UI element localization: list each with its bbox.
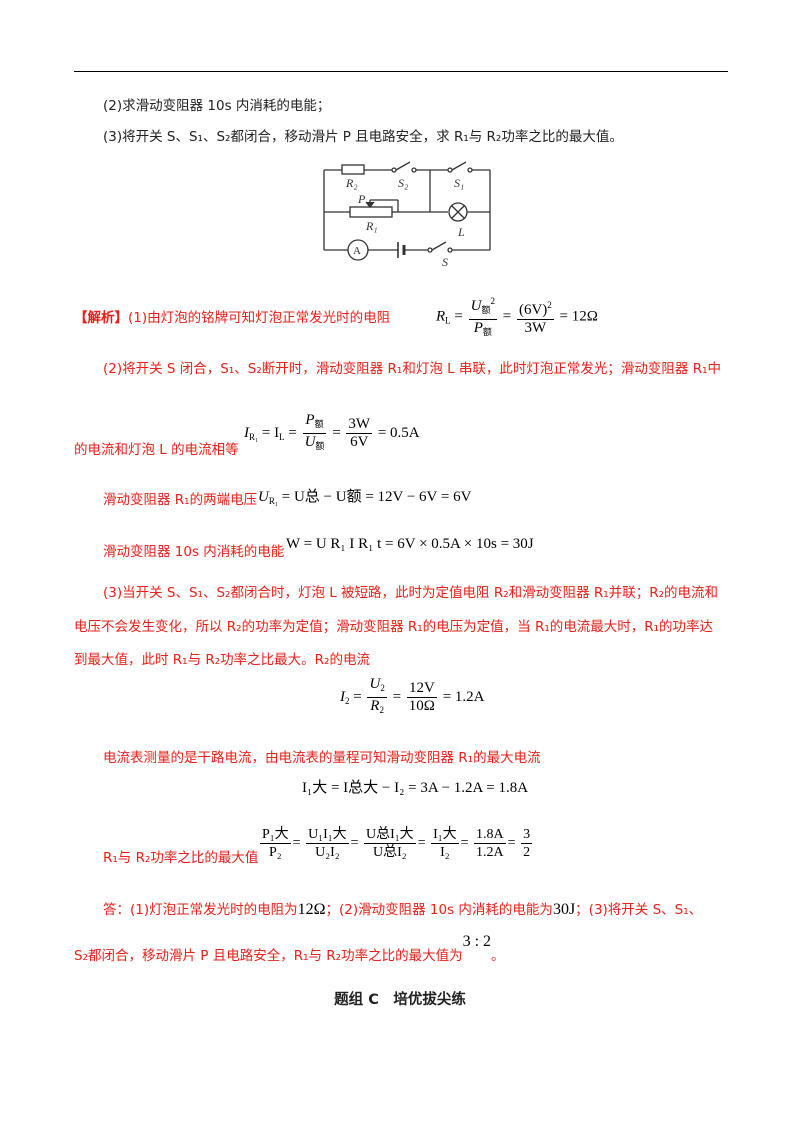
eq-voltage: UR₁ = U总 − U额 = 12V − 6V = 6V <box>258 489 472 506</box>
label-r1: R₁ <box>365 219 378 233</box>
solution-2-line-1: (2)将开关 S 闭合，S₁、S₂断开时，滑动变阻器 R₁和灯泡 L 串联，此时… <box>103 361 722 377</box>
solution-2-line-4: 滑动变阻器 10s 内消耗的电能 <box>103 544 285 560</box>
section-heading: 题组 C 培优拔尖练 <box>334 992 466 1008</box>
solution-2-line-2: 的电流和灯泡 L 的电流相等 <box>74 442 239 458</box>
solution-3-line-5: R₁与 R₂功率之比的最大值 <box>103 850 259 866</box>
solution-3-line-4: 电流表测量的是干路电流，由电流表的量程可知滑动变阻器 R₁的最大电流 <box>103 750 541 766</box>
solution-3-line-1: (3)当开关 S、S₁、S₂都闭合时，灯泡 L 被短路，此时为定值电阻 R₂和滑… <box>103 585 719 601</box>
circuit-diagram: R₂ S₂ S₁ P R₁ L A S <box>323 161 491 269</box>
header-rule <box>74 71 728 72</box>
question-3: (3)将开关 S、S₁、S₂都闭合，移动滑片 P 且电路安全，求 R₁与 R₂功… <box>103 129 623 145</box>
label-l: L <box>457 225 465 239</box>
label-r2: R₂ <box>345 176 358 190</box>
eq-energy: W = U R₁ I R₁ t = 6V × 0.5A × 10s = 30J <box>286 536 534 552</box>
label-s1: S₁ <box>454 176 464 190</box>
question-2: (2)求滑动变阻器 10s 内消耗的电能； <box>103 98 331 114</box>
eq-max-current: I₁大 = I总大 − I₂ = 3A − 1.2A = 1.8A <box>302 780 529 796</box>
label-s: S <box>442 255 448 269</box>
solution-2-line-3: 滑动变阻器 R₁的两端电压 <box>103 492 258 508</box>
label-ammeter: A <box>353 245 361 257</box>
label-s2: S₂ <box>398 176 408 190</box>
label-p: P <box>357 192 366 206</box>
solution-1: 【解析】(1)由灯泡的铭牌可知灯泡正常发光时的电阻 <box>74 310 391 326</box>
answer-line-1: 答：(1)灯泡正常发光时的电阻为12Ω；(2)滑动变阻器 10s 内消耗的电能为… <box>103 901 703 918</box>
solution-3-line-3: 到最大值，此时 R₁与 R₂功率之比最大。R₂的电流 <box>74 652 370 668</box>
solution-3-line-2: 电压不会发生变化，所以 R₂的功率为定值；滑动变阻器 R₁的电压为定值，当 R₁… <box>74 619 714 635</box>
answer-line-2: S₂都闭合，移动滑片 P 且电路安全，R₁与 R₂功率之比的最大值为3 : 2。 <box>74 933 505 964</box>
